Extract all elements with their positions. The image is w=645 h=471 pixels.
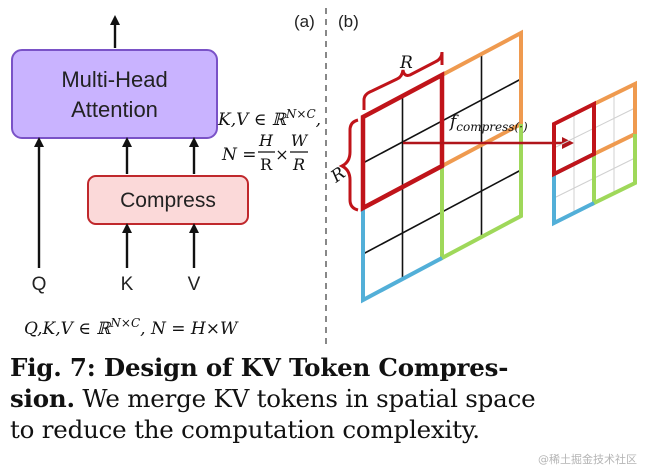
large-grid [360, 29, 523, 304]
input-q-label: Q [32, 274, 47, 295]
r-label-top: R [399, 53, 413, 73]
figure-canvas: Multi-Head Attention Compress Q K V K,V … [11, 8, 637, 345]
quadrant-red [360, 71, 445, 212]
caption-line-3: to reduce the computation complexity. [10, 415, 480, 444]
figure-caption: Fig. 7: Design of KV Token Compres- sion… [10, 352, 640, 445]
quadrant-orange [441, 29, 523, 168]
quadrant-green [440, 124, 523, 262]
small-quadrant-red [552, 100, 596, 178]
top-brace [362, 51, 444, 110]
caption-line-2: sion. We merge KV tokens in spatial spac… [10, 383, 640, 414]
times-sign: × [275, 145, 288, 164]
qkv-definition: Q,K,V ∈ ℝN×C, N = H×W [24, 316, 239, 339]
frac2-numerator: W [291, 131, 309, 150]
compress-label: Compress [120, 189, 216, 212]
input-v-label: V [188, 274, 201, 295]
panel-b: (b) [327, 12, 637, 304]
watermark: @稀土掘金技术社区 [538, 453, 637, 466]
compress-box [87, 175, 249, 225]
f-compress-label: fcompress(·) [448, 112, 528, 134]
input-k-label: K [121, 274, 134, 295]
frac2-denominator: R [292, 155, 305, 174]
panel-a-label: (a) [294, 12, 315, 31]
caption-line-1: Fig. 7: Design of KV Token Compres- [10, 352, 640, 383]
frac1-numerator: H [258, 131, 274, 150]
n-equals: N = [221, 145, 257, 165]
panel-b-label: (b) [338, 12, 359, 31]
panel-a: Multi-Head Attention Compress Q K V K,V … [11, 12, 321, 339]
caption-label: Fig. 7: Design of KV Token Compres- [10, 353, 509, 382]
mha-label-line2: Attention [71, 97, 158, 122]
multi-head-attention-box [11, 49, 218, 139]
caption-label-cont: sion. [10, 384, 75, 413]
caption-text-line2: We merge KV tokens in spatial space [74, 384, 536, 413]
frac1-denominator: R [260, 155, 273, 174]
side-brace [338, 118, 359, 212]
small-quadrant-green [592, 134, 637, 207]
mha-label-line1: Multi-Head [61, 67, 167, 92]
kv-definition: K,V ∈ ℝN×C, [217, 107, 321, 130]
small-quadrant-orange [593, 80, 637, 156]
small-grid [552, 80, 637, 227]
